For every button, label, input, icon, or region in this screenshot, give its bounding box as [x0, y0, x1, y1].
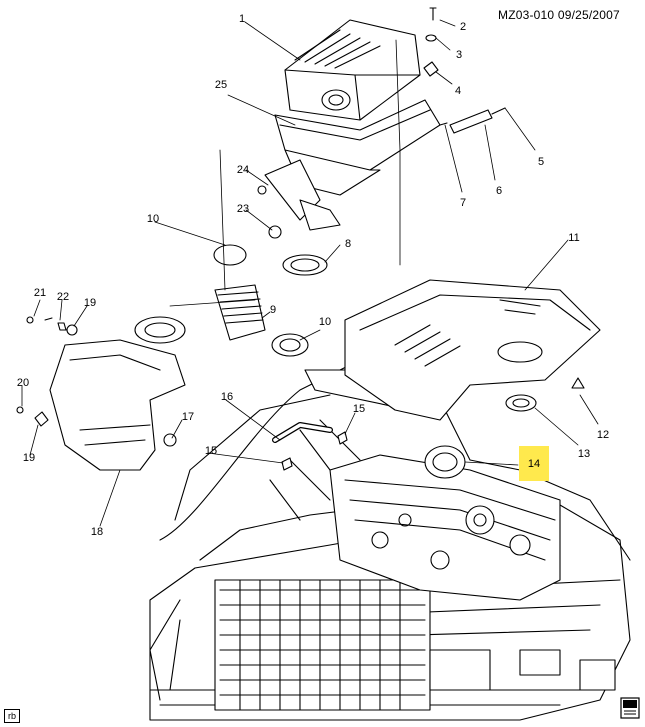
callout-22: 22 [56, 291, 70, 303]
callout-23: 23 [236, 203, 250, 215]
callout-14-highlighted: 14 [519, 446, 549, 481]
callout-13: 13 [577, 448, 591, 460]
callout-15-left: 15 [204, 445, 218, 457]
callout-2: 2 [459, 21, 467, 33]
callout-18: 18 [90, 526, 104, 538]
callout-7: 7 [459, 197, 467, 209]
callout-4: 4 [454, 85, 462, 97]
callout-6: 6 [495, 185, 503, 197]
diagram-date: 09/25/2007 [557, 8, 620, 22]
callout-8: 8 [344, 238, 352, 250]
leader-lines [21, 19, 599, 527]
callout-10-upper: 10 [146, 213, 160, 225]
callout-9: 9 [269, 304, 277, 316]
manual-book-icon [620, 697, 640, 719]
engine-cover [344, 279, 601, 421]
hardware-fasteners [423, 7, 506, 134]
misc-parts [272, 377, 585, 479]
callout-16: 16 [220, 391, 234, 403]
diagram-header: MZ03-010 09/25/2007 [498, 8, 620, 22]
air-cleaner-assembly [257, 19, 441, 239]
diagram-code: MZ03-010 [498, 8, 555, 22]
callout-17: 17 [181, 411, 195, 423]
callout-11: 11 [568, 232, 580, 244]
callout-21: 21 [33, 287, 47, 299]
callout-5: 5 [537, 156, 545, 168]
callout-15-right: 15 [352, 403, 366, 415]
callout-1: 1 [238, 13, 246, 25]
callout-19-lower: 19 [22, 452, 36, 464]
corner-tag: rb [4, 709, 21, 723]
callout-3: 3 [455, 49, 463, 61]
callout-12: 12 [596, 429, 610, 441]
engine-bay [149, 359, 631, 721]
callout-10-lower: 10 [318, 316, 332, 328]
callout-24: 24 [236, 164, 250, 176]
left-duct-assembly [16, 316, 186, 471]
callout-20: 20 [16, 377, 30, 389]
callout-25: 25 [214, 79, 228, 91]
callout-19-upper: 19 [83, 297, 97, 309]
